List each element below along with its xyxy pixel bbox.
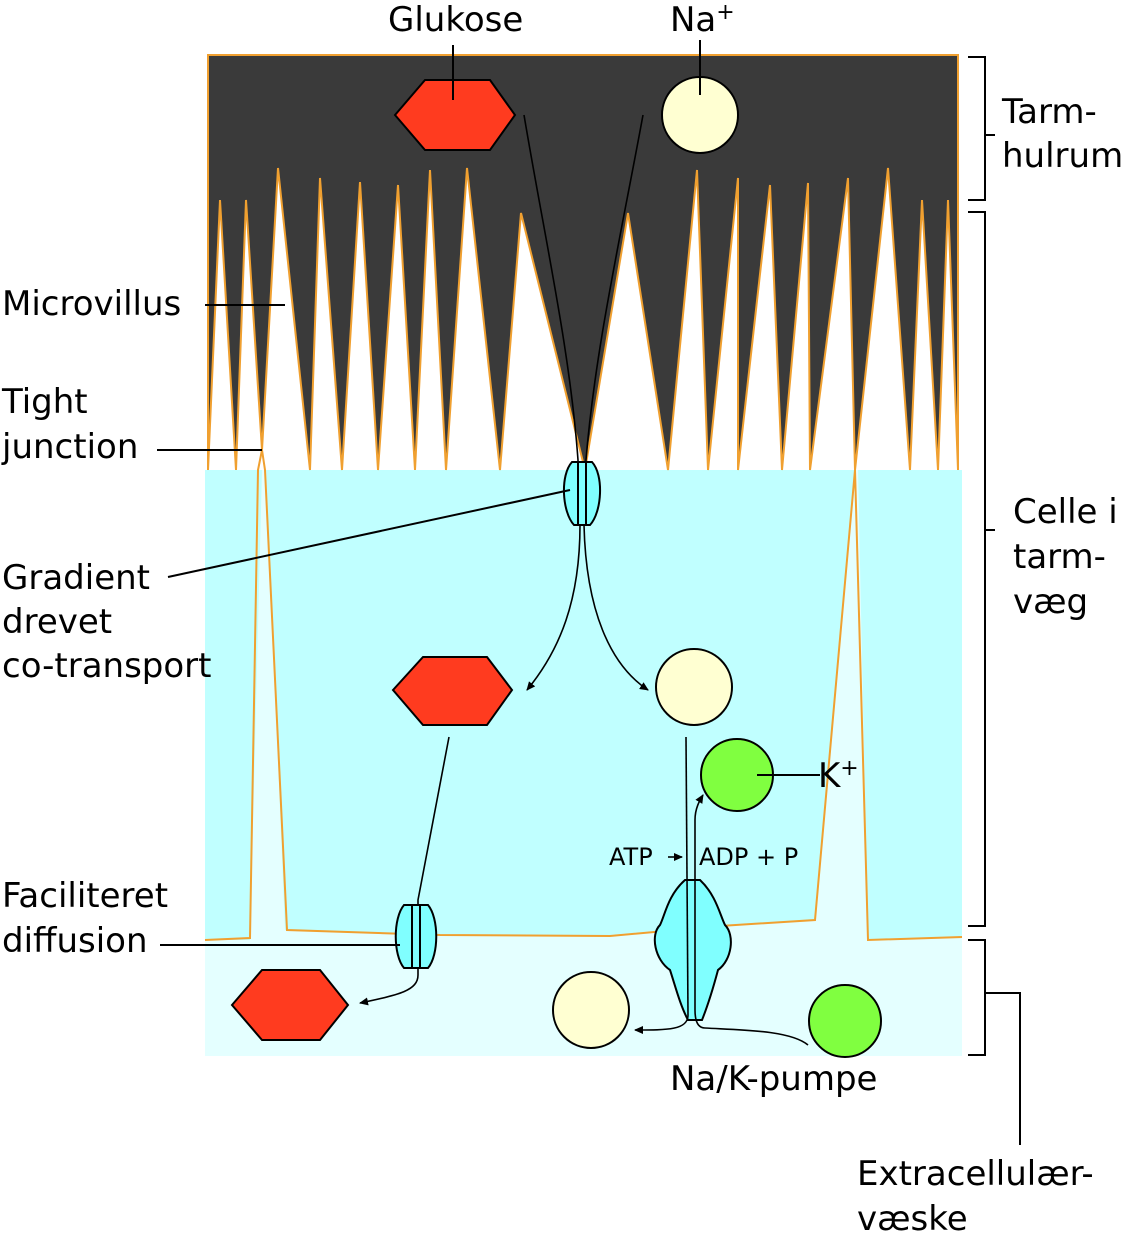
label-atp: ATP [609,843,653,871]
co-transporter-protein [562,461,602,526]
sodium-potassium-pump [653,879,732,1021]
label-tight-line2: junction [1,427,138,467]
label-cell-line3: væg [1013,582,1088,622]
label-lumen-line1: Tarm- [1001,92,1097,132]
label-glucose: Glukose [388,0,523,40]
label-gradient-line1: Gradient [2,558,150,598]
label-extracellular-line1: Extracellulær- [857,1154,1094,1194]
label-sodium: Na+ [670,0,735,40]
intestinal-lumen [207,54,959,471]
glucose-molecule-extracellular [230,969,350,1041]
label-cell-line1: Celle i [1013,492,1118,532]
tight-junction-left-space [261,449,856,938]
label-pump: Na/K-pumpe [670,1059,877,1099]
bracket-lumen [968,56,986,201]
bracket-extracellular [968,939,986,1056]
label-extracellular-line2: væske [857,1199,968,1239]
label-potassium: K+ [818,756,859,796]
label-microvillus: Microvillus [2,284,181,324]
sodium-ion-extracellular [552,971,630,1049]
glucose-molecule-lumen [393,79,517,151]
right-cell-boundary [854,469,963,942]
cell-region [205,470,962,940]
potassium-ion-extracellular [808,984,882,1058]
glucose-molecule-cell [391,656,514,726]
glucose-transporter-protein [394,904,438,969]
label-facilitated-line1: Faciliteret [2,876,168,916]
label-gradient-line3: co-transport [2,646,212,686]
bracket-cell [968,211,986,927]
label-facilitated-line2: diffusion [2,921,148,961]
label-adp: ADP + P [699,843,798,871]
label-cell-line2: tarm- [1013,537,1106,577]
label-tight-line1: Tight [1,382,88,422]
sodium-ion-cell [655,648,733,726]
label-lumen-line2: hulrum [1002,136,1123,176]
left-cell-boundary [204,449,263,941]
label-gradient-line2: drevet [2,602,112,642]
